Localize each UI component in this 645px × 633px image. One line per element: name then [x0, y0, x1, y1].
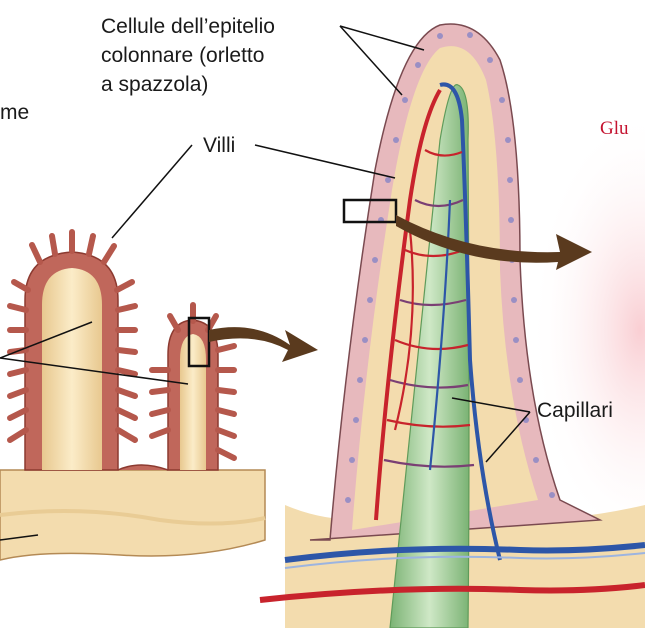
partial-left-label: me [0, 100, 29, 125]
epithelium-label-line1: Cellule dell’epitelio [101, 14, 275, 39]
zoom-arrow-1 [209, 327, 318, 362]
epithelium-label-line2: colonnare (orletto [101, 43, 264, 68]
villi-label: Villi [203, 133, 235, 158]
capillaries-label: Capillari [537, 398, 613, 423]
left-mucosa-section [0, 232, 318, 560]
epithelium-label-line3: a spazzola) [101, 72, 208, 97]
partial-right-label: Glu [600, 116, 629, 141]
